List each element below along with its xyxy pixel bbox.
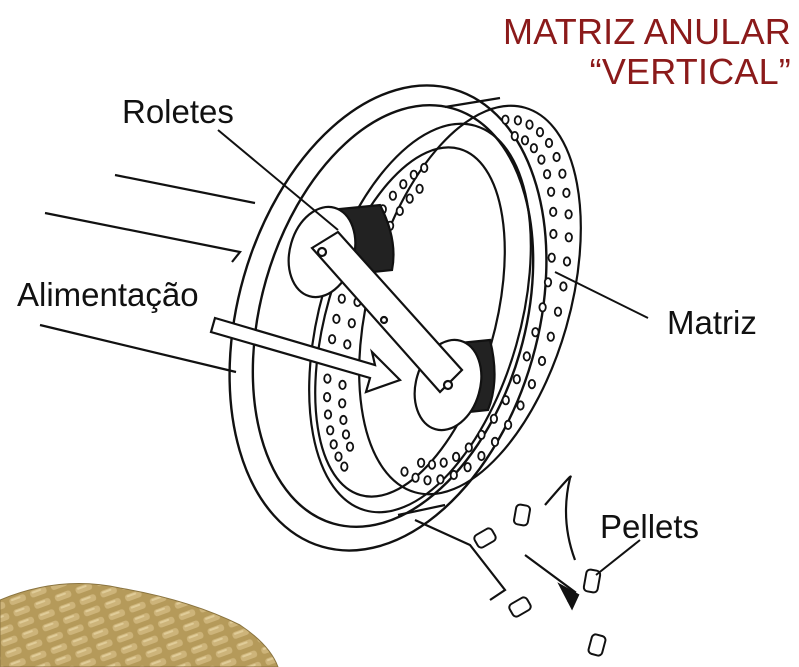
die-hole [453,453,459,461]
die-hole [400,180,406,188]
die-hole [526,120,532,128]
label-roletes: Roletes [122,95,234,128]
die-hole [515,116,521,124]
die-hole [478,431,484,439]
die-hole [418,459,424,467]
die-hole [411,171,417,179]
die-hole [560,282,566,290]
die-hole [565,210,571,218]
die-hole [566,233,572,241]
discharge-chute [415,477,578,608]
die-hole [437,475,443,483]
die-hole [451,471,457,479]
falling-pellets [473,504,607,657]
die-hole [335,452,341,460]
die-hole [532,328,538,336]
die-hole [324,374,330,382]
die-hole [555,308,561,316]
die-hole [512,132,518,140]
die-hole [340,416,346,424]
label-alimentacao: Alimentação [17,278,199,311]
die-hole [522,136,528,144]
die-hole [412,474,418,482]
die-hole [492,438,498,446]
leader-roletes [218,130,338,230]
die-hole [349,319,355,327]
die-hole [390,192,396,200]
die-hole [517,401,523,409]
pellet-heap-image [0,584,278,667]
die-hole [339,399,345,407]
die-hole [333,315,339,323]
die-hole [524,352,530,360]
die-hole [545,278,551,286]
die-hole [397,207,403,215]
die-hole [478,452,484,460]
die-hole [514,375,520,383]
die-hole [401,467,407,475]
die-hole [544,170,550,178]
die-hole [331,440,337,448]
label-pellets: Pellets [600,510,699,543]
die-hole [546,139,552,147]
die-hole [502,116,508,124]
die-hole [505,421,511,429]
die-hole [344,340,350,348]
die-hole [549,254,555,262]
die-hole [343,430,349,438]
die-hole [539,303,545,311]
die-hole [329,335,335,343]
die-hole [531,144,537,152]
label-matriz: Matriz [667,306,757,339]
die-hole [407,194,413,202]
die-hole [563,189,569,197]
die-hole [421,164,427,172]
die-hole [324,393,330,401]
die-hole [347,443,353,451]
die-hole [538,155,544,163]
die-hole [550,230,556,238]
die-hole [441,458,447,466]
die-hole [529,380,535,388]
die-hole [550,208,556,216]
die-hole [503,396,509,404]
die-hole [491,415,497,423]
die-hole [424,476,430,484]
feed-chute [40,175,255,372]
die-hole [548,188,554,196]
die-hole [416,185,422,193]
leader-pellets [596,540,640,575]
die-hole [537,128,543,136]
leader-matriz [555,272,648,318]
die-hole [341,462,347,470]
die-hole [325,410,331,418]
die-hole [539,357,545,365]
die-hole [553,153,559,161]
die-hole [548,333,554,341]
die-hole [339,381,345,389]
die-ring [269,80,622,538]
feed-arrow [211,318,400,392]
die-hole [464,463,470,471]
die-hole [564,257,570,265]
die-hole [339,295,345,303]
die-hole [327,426,333,434]
die-hole [429,460,435,468]
die-hole [559,170,565,178]
die-hole [466,443,472,451]
